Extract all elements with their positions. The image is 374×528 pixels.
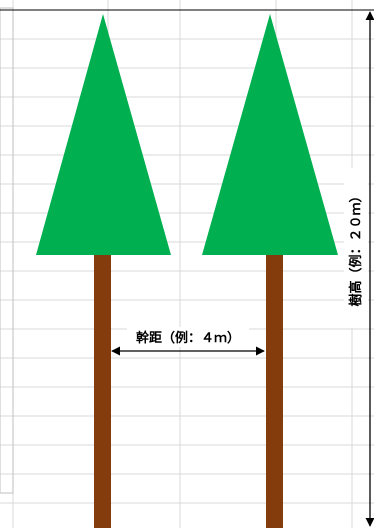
tree-height-label: 樹高（例：２０ｍ）	[348, 189, 364, 306]
right-tree-canopy	[202, 14, 338, 255]
trunk-spacing-label-bg	[127, 327, 249, 347]
left-frame	[0, 7, 14, 494]
trunk-spacing-label: 幹距（例：４ｍ）	[136, 330, 240, 346]
left-tree	[36, 14, 171, 528]
right-tree-trunk	[266, 254, 283, 528]
left-tree-canopy	[36, 14, 171, 255]
tree-height-label-bg	[344, 168, 368, 328]
left-tree-trunk	[94, 254, 111, 528]
right-tree	[202, 14, 338, 528]
